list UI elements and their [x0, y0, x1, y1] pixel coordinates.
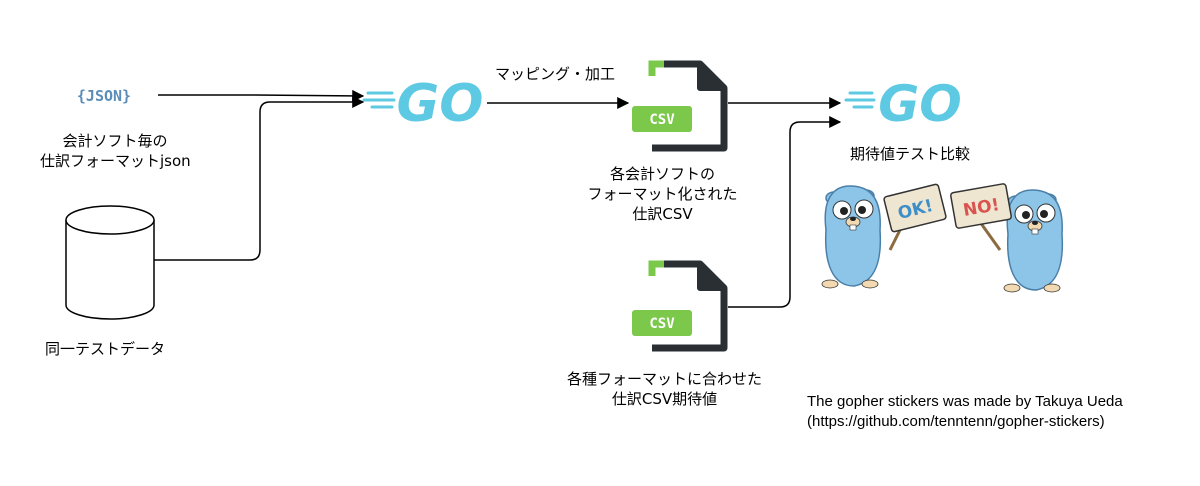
- db-caption-line: 同一テストデータ: [44, 340, 165, 358]
- csv-badge: CSV: [649, 112, 675, 128]
- db-caption: 同一テストデータ: [30, 339, 180, 359]
- edge-label-mapping-text: マッピング・加工: [494, 65, 615, 83]
- credit-line2: (https://github.com/tenntenn/gopher-stic…: [807, 413, 1105, 430]
- json-caption-line1: 会計ソフト毎の: [62, 132, 168, 150]
- compare-caption-text: 期待値テスト比較: [849, 145, 970, 163]
- edge-csv-expected-to-go-compare: [728, 116, 842, 308]
- edge-json-to-go: [158, 89, 365, 102]
- gopher-no-sticker: NO!: [950, 183, 1064, 293]
- csv-expected-caption: 各種フォーマットに合わせた 仕訳CSV期待値: [552, 369, 777, 409]
- compare-caption: 期待値テスト比較: [830, 144, 990, 164]
- edge-label-mapping: マッピング・加工: [470, 64, 640, 84]
- csv-output-line1: 各会計ソフトの: [609, 165, 715, 183]
- json-caption-line2: 仕訳フォーマットjson: [40, 152, 191, 170]
- csv-output-line3: 仕訳CSV: [632, 205, 693, 223]
- sticker-credit: The gopher stickers was made by Takuya U…: [807, 392, 1123, 432]
- go-logo-text: GO: [397, 74, 484, 134]
- database-icon: [65, 205, 155, 320]
- json-caption: 会計ソフト毎の 仕訳フォーマットjson: [40, 131, 191, 171]
- csv-file-icon: CSV: [632, 60, 728, 152]
- edge-db-to-go: [154, 96, 365, 261]
- csv-expected-badge: CSV: [649, 316, 675, 332]
- connectors: [154, 89, 842, 308]
- go-logo-compare-text: GO: [878, 75, 962, 133]
- csv-output-line2: フォーマット化された: [587, 185, 738, 203]
- csv-expected-file-icon: CSV: [632, 260, 728, 352]
- csv-expected-line1: 各種フォーマットに合わせた: [566, 370, 762, 388]
- go-logo-compare-icon: GO: [844, 75, 962, 133]
- json-badge: {JSON}: [77, 87, 131, 105]
- csv-output-caption: 各会計ソフトの フォーマット化された 仕訳CSV: [570, 164, 755, 224]
- credit-line1: The gopher stickers was made by Takuya U…: [807, 393, 1123, 410]
- gopher-ok-sticker: OK!: [821, 183, 947, 289]
- go-logo-icon: GO: [362, 74, 484, 134]
- csv-expected-line2: 仕訳CSV期待値: [611, 390, 718, 408]
